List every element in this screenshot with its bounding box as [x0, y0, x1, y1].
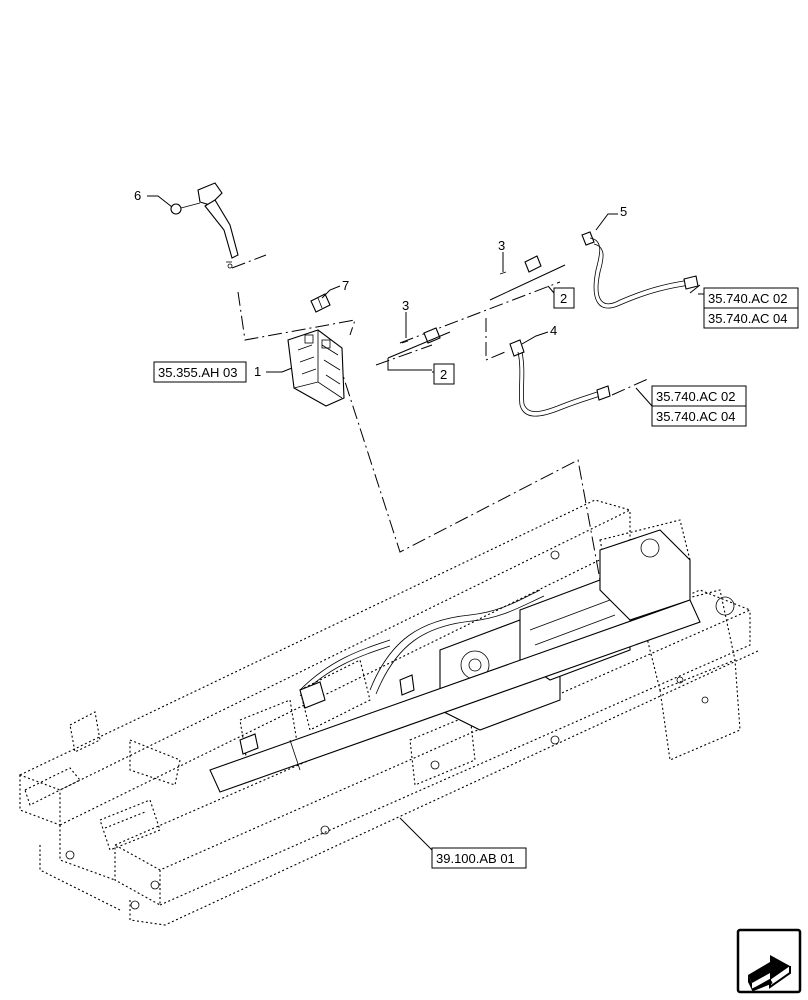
part-7-fitting	[310, 293, 331, 313]
callout-5: 5	[620, 204, 627, 219]
ref-hose5-text-a: 35.740.AC 02	[708, 291, 788, 306]
callout-1: 1	[254, 364, 261, 379]
part-3-fittings	[401, 255, 542, 344]
ref-hose4-text-a: 35.740.AC 02	[656, 389, 736, 404]
part-1-valve-block	[287, 329, 345, 407]
ref-box-hose4[interactable]: 35.740.AC 02 35.740.AC 04	[651, 385, 747, 427]
part-5-hose	[581, 231, 699, 309]
ref-box-valve[interactable]: 35.355.AH 03	[153, 361, 247, 383]
ref-frame-text: 39.100.AB 01	[436, 851, 515, 866]
kit-box-2-upper: 2	[553, 287, 575, 309]
callout-6: 6	[134, 188, 141, 203]
kit-box-2-lower: 2	[433, 363, 455, 385]
ref-valve-text: 35.355.AH 03	[158, 365, 238, 380]
ref-box-frame[interactable]: 39.100.AB 01	[431, 847, 527, 869]
callout-numbers: 6 7 1 3 3 4 5	[134, 188, 627, 379]
part-6-lever	[170, 182, 239, 269]
callout-leaders	[147, 195, 704, 851]
part-4-hose	[509, 339, 611, 417]
next-page-arrow-icon[interactable]	[736, 928, 802, 994]
callout-3-left: 3	[402, 298, 409, 313]
callout-7: 7	[342, 278, 349, 293]
frame-assembly	[18, 499, 761, 926]
ref-hose4-text-b: 35.740.AC 04	[656, 409, 736, 424]
callout-3-right: 3	[498, 238, 505, 253]
kit-label-2-lower: 2	[440, 367, 447, 382]
kit-label-2-upper: 2	[560, 291, 567, 306]
callout-4: 4	[550, 323, 557, 338]
ref-box-hose5[interactable]: 35.740.AC 02 35.740.AC 04	[703, 287, 799, 329]
ref-hose5-text-b: 35.740.AC 04	[708, 311, 788, 326]
